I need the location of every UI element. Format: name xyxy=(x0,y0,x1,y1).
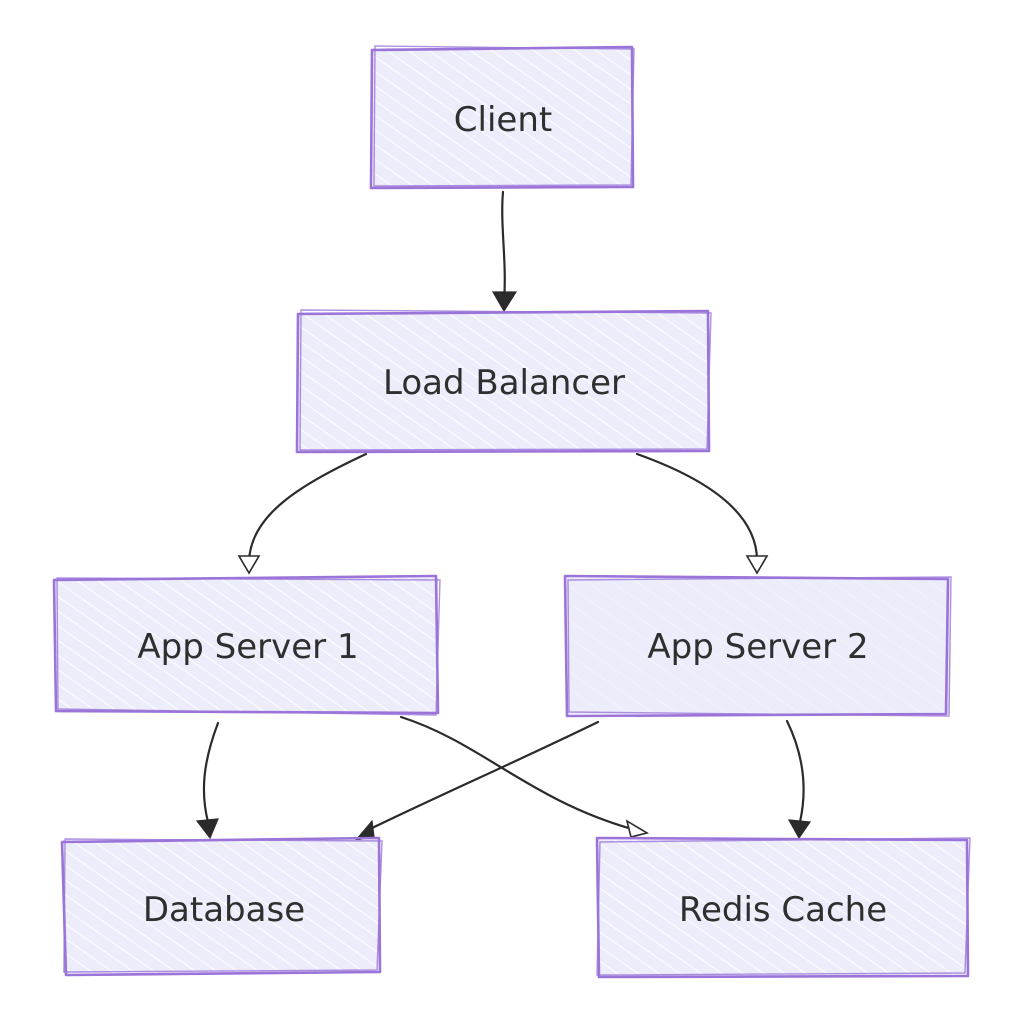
edge-client-to-load-balancer xyxy=(491,190,518,313)
edge-load-balancer-to-app-server-2 xyxy=(635,452,769,575)
arrowhead-icon xyxy=(237,555,261,575)
edges xyxy=(195,190,812,841)
node-load-balancer[interactable]: Load Balancer xyxy=(295,309,712,454)
node-redis-cache[interactable]: Redis Cache xyxy=(595,836,971,979)
edge-app-server-1-to-database xyxy=(195,721,220,840)
arrowhead-icon xyxy=(625,819,650,838)
node-app-server-2[interactable]: App Server 2 xyxy=(563,574,952,718)
arrowhead-icon xyxy=(745,555,769,575)
node-database[interactable]: Database xyxy=(60,836,383,977)
nodes: Client Load Balancer App Server 1 App Se… xyxy=(52,45,971,979)
arrowhead-icon xyxy=(491,291,518,313)
node-label: Redis Cache xyxy=(679,890,887,930)
edge-app-server-2-to-redis-cache xyxy=(785,719,812,840)
node-app-server-1[interactable]: App Server 1 xyxy=(52,574,441,716)
arrowhead-icon xyxy=(195,818,219,840)
edge-load-balancer-to-app-server-1 xyxy=(237,452,368,575)
node-label: Database xyxy=(143,890,305,930)
node-label: App Server 1 xyxy=(137,627,358,667)
node-client[interactable]: Client xyxy=(369,45,635,190)
node-label: App Server 2 xyxy=(647,627,868,667)
node-label: Load Balancer xyxy=(383,363,625,403)
arrowhead-icon xyxy=(787,819,812,840)
edge-app-server-2-to-database xyxy=(354,720,600,841)
node-label: Client xyxy=(454,100,552,140)
edge-app-server-1-to-redis-cache xyxy=(399,715,650,838)
